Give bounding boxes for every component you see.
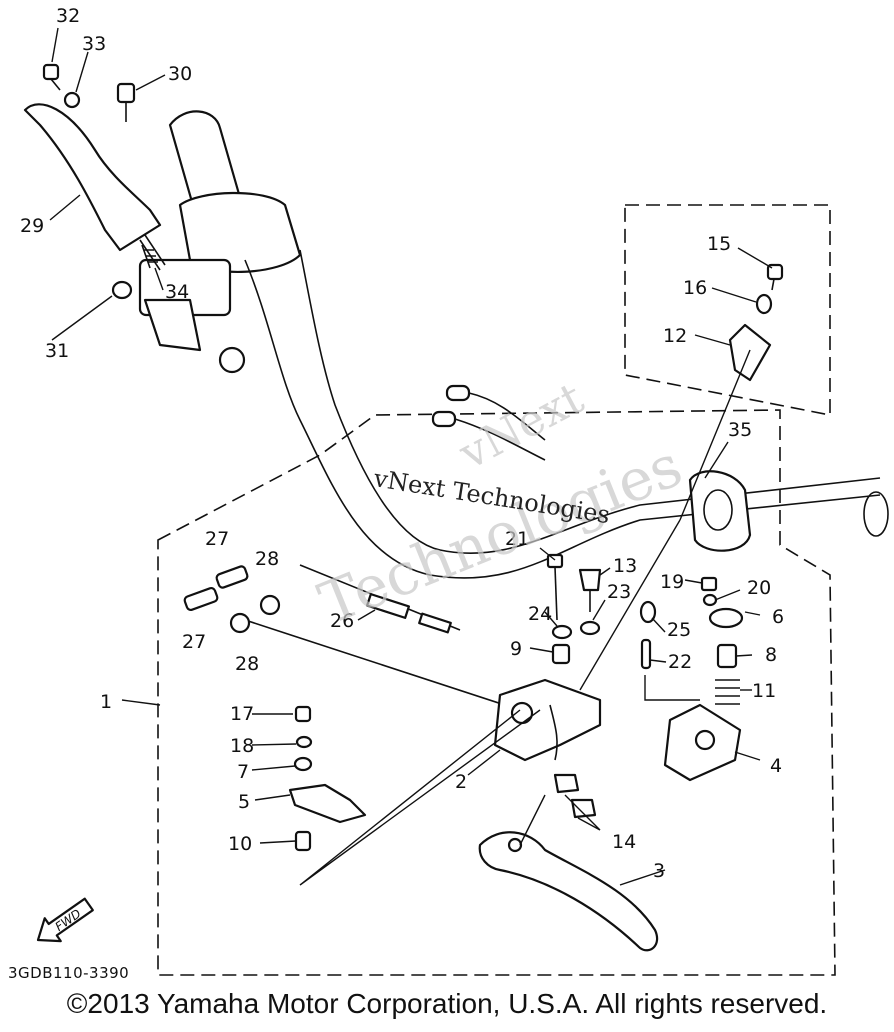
callout-12: 12 xyxy=(663,325,687,347)
adjuster-27-lower xyxy=(183,586,219,612)
washer-7 xyxy=(293,756,313,772)
lever-holder-2 xyxy=(493,678,602,762)
callout-8: 8 xyxy=(765,644,777,666)
brake-lever-3 xyxy=(478,831,659,952)
locknut-28-upper xyxy=(259,594,281,616)
watermark-large-1: vNext xyxy=(450,373,592,481)
screw-15 xyxy=(766,263,784,291)
callout-16: 16 xyxy=(683,277,707,299)
nut-31 xyxy=(111,280,133,300)
switch-plate-5 xyxy=(288,783,367,824)
callout-5: 5 xyxy=(238,791,250,813)
callout-3: 3 xyxy=(653,860,665,882)
callout-35: 35 xyxy=(728,419,752,441)
callout-13: 13 xyxy=(613,555,637,577)
plunger-8 xyxy=(716,643,738,669)
callout-28-upper: 28 xyxy=(255,548,279,570)
spring-34 xyxy=(141,244,158,269)
screw-19 xyxy=(700,576,718,592)
washer-24 xyxy=(551,624,573,640)
callout-15: 15 xyxy=(707,233,731,255)
switch-housing-35 xyxy=(688,470,752,552)
diagram-code: 3GDB110-3390 xyxy=(8,964,130,982)
callout-33: 33 xyxy=(82,33,106,55)
callout-17: 17 xyxy=(230,703,254,725)
washer-16 xyxy=(755,293,773,315)
adjuster-27-upper xyxy=(215,565,249,589)
callout-11: 11 xyxy=(752,680,776,702)
callout-23: 23 xyxy=(607,581,631,603)
switch-body-4 xyxy=(663,703,742,782)
copyright-notice: ©2013 Yamaha Motor Corporation, U.S.A. A… xyxy=(66,988,828,1019)
callout-22: 22 xyxy=(668,651,692,673)
washer-23 xyxy=(579,620,601,636)
callout-21: 21 xyxy=(505,528,529,550)
washer-18 xyxy=(295,735,313,749)
callout-24: 24 xyxy=(528,603,552,625)
callout-29: 29 xyxy=(20,215,44,237)
callout-32: 32 xyxy=(56,5,80,27)
handlebar-exploded-diagram: 32 33 30 29 34 31 15 16 12 35 21 13 23 2… xyxy=(20,5,889,976)
plate-6 xyxy=(708,607,744,629)
locknut-28-lower xyxy=(229,612,251,634)
callout-27-lower: 27 xyxy=(182,631,206,653)
callout-9: 9 xyxy=(510,638,522,660)
callout-2: 2 xyxy=(455,771,467,793)
spring-11 xyxy=(715,679,740,705)
cable-26 xyxy=(244,564,521,711)
callout-31: 31 xyxy=(45,340,69,362)
callout-26: 26 xyxy=(330,610,354,632)
callout-1: 1 xyxy=(100,691,112,713)
washer-20 xyxy=(702,593,718,607)
callout-6: 6 xyxy=(772,606,784,628)
bolt-21 xyxy=(546,553,564,621)
group-outline-switch xyxy=(624,204,831,416)
fwd-arrow-icon: FWD xyxy=(36,897,94,943)
bracket-12 xyxy=(728,323,772,382)
callout-18: 18 xyxy=(230,735,254,757)
washer-33 xyxy=(63,91,81,109)
switch-connectors xyxy=(431,384,546,461)
pin-22 xyxy=(640,638,652,670)
callout-20: 20 xyxy=(747,577,771,599)
pivot-bolt-30 xyxy=(116,82,136,122)
spring-10 xyxy=(294,830,312,852)
callout-30: 30 xyxy=(168,63,192,85)
screw-17 xyxy=(294,705,312,723)
leader-lines xyxy=(49,27,773,886)
nuts-14 xyxy=(553,773,597,819)
handlebar xyxy=(168,110,889,579)
callout-labels: 32 33 30 29 34 31 15 16 12 35 21 13 23 2… xyxy=(20,5,784,882)
group-outline-main xyxy=(157,409,836,976)
callout-27-upper: 27 xyxy=(205,528,229,550)
callout-4: 4 xyxy=(770,755,782,777)
callout-34: 34 xyxy=(165,281,189,303)
callout-7: 7 xyxy=(237,761,249,783)
collar-9 xyxy=(551,643,571,665)
projection-lines xyxy=(299,349,751,886)
callout-19: 19 xyxy=(660,571,684,593)
callout-10: 10 xyxy=(228,833,252,855)
ring-25 xyxy=(639,600,657,624)
callout-28-lower: 28 xyxy=(235,653,259,675)
clutch-lever-assembly xyxy=(23,103,246,374)
callout-25: 25 xyxy=(667,619,691,641)
bolt-13 xyxy=(578,568,602,612)
callout-14: 14 xyxy=(612,831,636,853)
bolt-32 xyxy=(42,63,61,91)
